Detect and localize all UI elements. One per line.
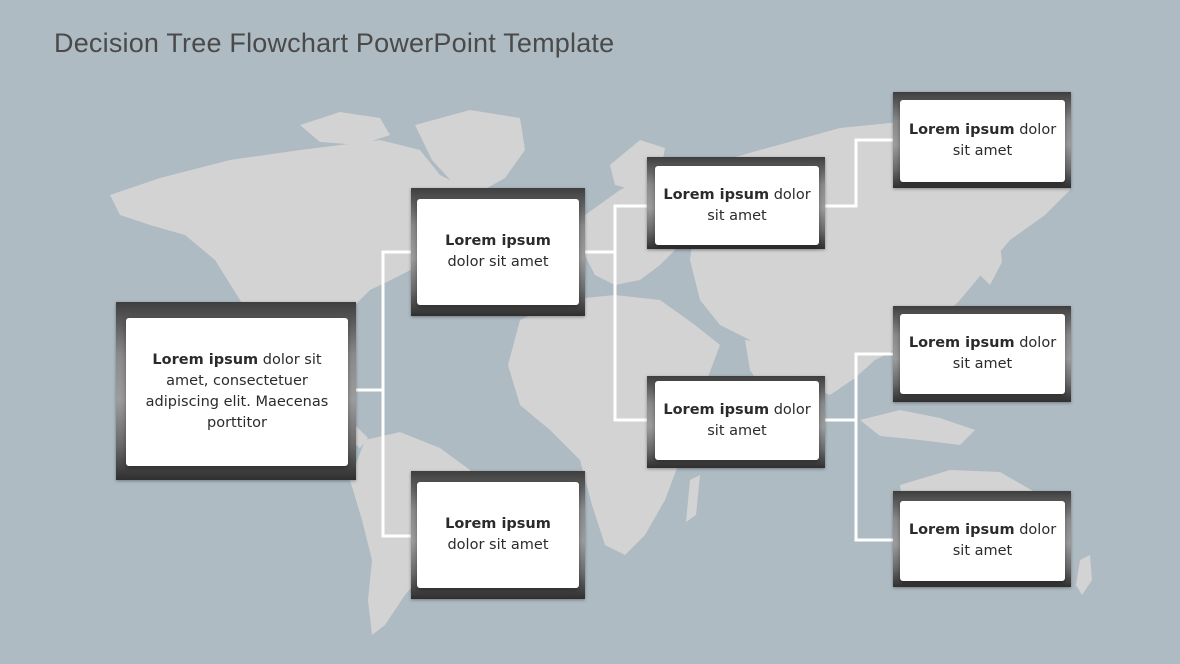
node-body-text: dolor sit amet, consectetuer adipiscing … xyxy=(145,352,329,431)
node-bold-text: Lorem ipsum xyxy=(908,335,1015,351)
node-root: Lorem ipsum dolor sit amet, consectetuer… xyxy=(116,302,356,480)
arctic-islands-landmass xyxy=(300,112,390,145)
node-card: Lorem ipsum dolor sit amet xyxy=(900,501,1065,581)
node-body-text: dolor sit amet xyxy=(952,522,1057,559)
node-text: Lorem ipsum dolor sit amet xyxy=(655,185,819,227)
node-body-text: dolor sit amet xyxy=(707,186,811,224)
node-card: Lorem ipsum dolor sit amet xyxy=(900,314,1065,394)
page-title: Decision Tree Flowchart PowerPoint Templ… xyxy=(54,28,615,58)
node-level1-top: Lorem ipsum dolor sit amet xyxy=(411,188,585,316)
node-bold-text: Lorem ipsum xyxy=(663,401,770,418)
node-bold-text: Lorem ipsum xyxy=(908,522,1015,538)
node-card: Lorem ipsum dolor sit amet xyxy=(417,482,579,588)
node-level2-bottom: Lorem ipsum dolor sit amet xyxy=(647,376,825,468)
new-zealand-landmass xyxy=(1076,555,1092,595)
node-level1-bottom: Lorem ipsum dolor sit amet xyxy=(411,471,585,599)
node-text: Lorem ipsum dolor sit amet xyxy=(900,520,1065,562)
node-card: Lorem ipsum dolor sit amet xyxy=(655,166,819,245)
indonesia-landmass xyxy=(860,410,975,445)
madagascar-landmass xyxy=(686,475,700,522)
node-text: Lorem ipsum dolor sit amet xyxy=(417,231,579,273)
node-text: Lorem ipsum dolor sit amet xyxy=(417,514,579,556)
node-text: Lorem ipsum dolor sit amet, consectetuer… xyxy=(126,350,348,434)
node-bold-text: Lorem ipsum xyxy=(908,122,1015,138)
node-card: Lorem ipsum dolor sit amet xyxy=(417,199,579,305)
node-text: Lorem ipsum dolor sit amet xyxy=(900,120,1065,162)
node-text: Lorem ipsum dolor sit amet xyxy=(900,333,1065,375)
node-body-text: dolor sit amet xyxy=(447,254,549,270)
node-body-text: dolor sit amet xyxy=(707,401,811,439)
greenland-landmass xyxy=(415,110,525,192)
node-level3-1: Lorem ipsum dolor sit amet xyxy=(893,92,1071,188)
node-text: Lorem ipsum dolor sit amet xyxy=(655,400,819,442)
africa-landmass xyxy=(508,295,720,555)
node-body-text: dolor sit amet xyxy=(447,537,549,553)
node-bold-text: Lorem ipsum xyxy=(152,352,259,368)
north-america-landmass xyxy=(110,140,500,395)
node-bold-text: Lorem ipsum xyxy=(445,516,551,532)
node-card: Lorem ipsum dolor sit amet xyxy=(655,381,819,460)
node-body-text: dolor sit amet xyxy=(952,335,1057,372)
node-level2-top: Lorem ipsum dolor sit amet xyxy=(647,157,825,249)
node-body-text: dolor sit amet xyxy=(952,122,1057,159)
node-bold-text: Lorem ipsum xyxy=(445,233,551,249)
node-card: Lorem ipsum dolor sit amet, consectetuer… xyxy=(126,318,348,466)
node-level3-3: Lorem ipsum dolor sit amet xyxy=(893,491,1071,587)
japan-landmass xyxy=(980,228,1002,285)
node-level3-2: Lorem ipsum dolor sit amet xyxy=(893,306,1071,402)
node-card: Lorem ipsum dolor sit amet xyxy=(900,100,1065,182)
node-bold-text: Lorem ipsum xyxy=(663,186,770,203)
